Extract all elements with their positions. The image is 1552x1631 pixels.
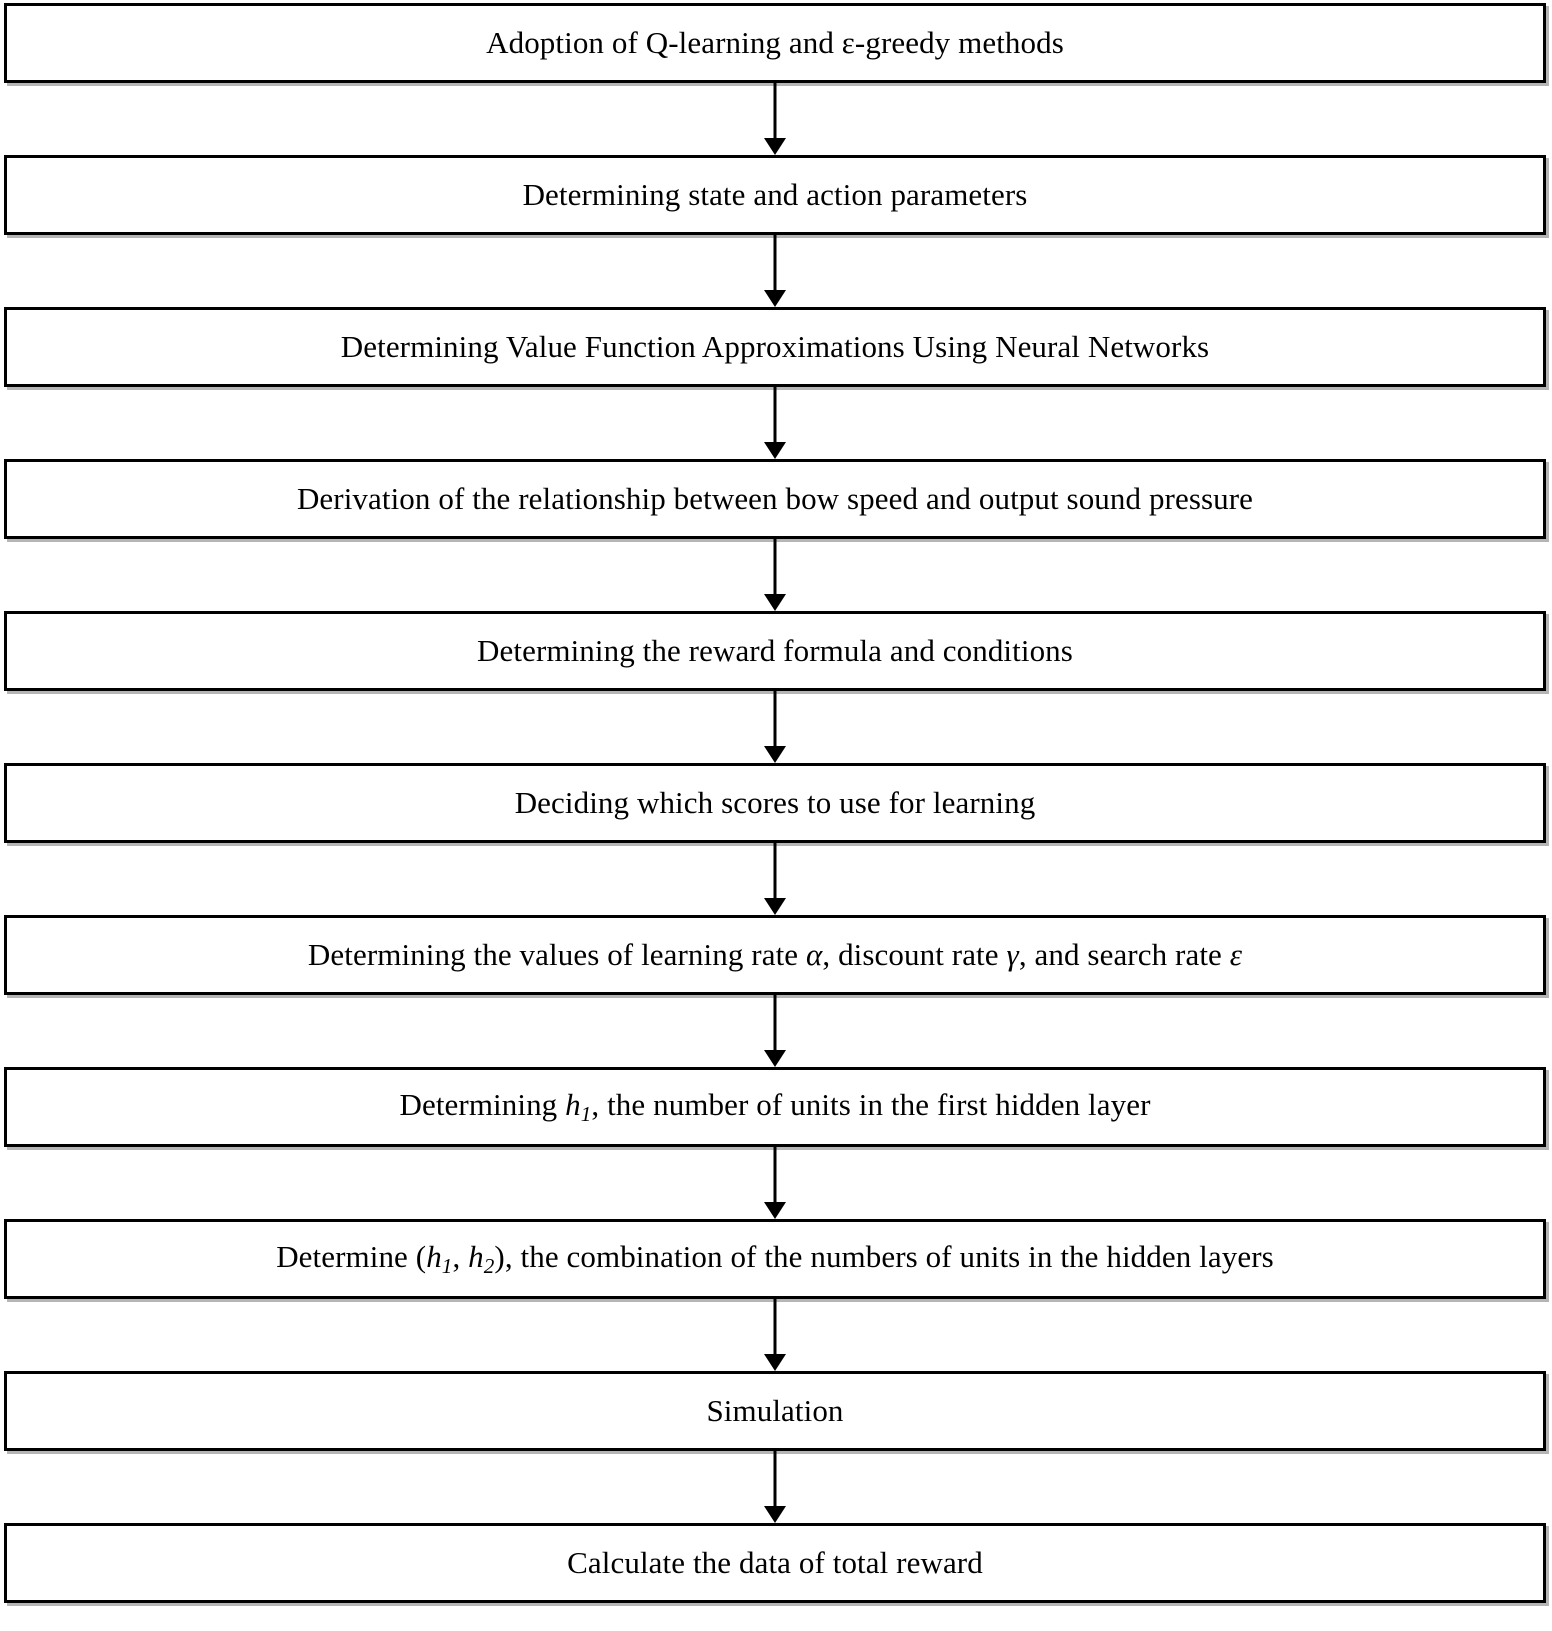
math-subscript: 2 <box>483 1253 495 1278</box>
flow-arrow-down-icon <box>755 83 795 155</box>
process-box-label: Deciding which scores to use for learnin… <box>514 784 1036 820</box>
math-variable: h1 <box>565 1086 592 1126</box>
process-box-label: Determining state and action parameters <box>522 176 1028 212</box>
flow-arrow-down-icon <box>755 995 795 1067</box>
process-box-label: Derivation of the relationship between b… <box>296 480 1254 516</box>
process-box-label: Determine (h1, h2), the combination of t… <box>276 1238 1274 1278</box>
math-symbol: γ <box>1006 936 1019 972</box>
process-box-label: Determining the values of learning rate … <box>307 936 1243 972</box>
flow-arrow-down-icon <box>755 1147 795 1219</box>
flow-arrow-down-icon <box>755 539 795 611</box>
flow-arrow-down-icon <box>755 1299 795 1371</box>
process-box-label: Determining h1, the number of units in t… <box>399 1086 1151 1126</box>
math-variable: h1 <box>426 1238 453 1278</box>
math-symbol: ε <box>1229 936 1243 972</box>
process-box-determining-the-reward-formula-and-conditions: Determining the reward formula and condi… <box>4 611 1546 691</box>
process-box-simulation: Simulation <box>4 1371 1546 1451</box>
flow-arrow-down-icon <box>755 235 795 307</box>
math-subscript: 1 <box>580 1101 592 1126</box>
math-symbol: α <box>806 936 823 972</box>
process-box-label: Determining Value Function Approximation… <box>340 328 1210 364</box>
flow-arrow-down-icon <box>755 1451 795 1523</box>
process-box-label: Simulation <box>706 1392 844 1428</box>
process-box-label: Adoption of Q-learning and ε-greedy meth… <box>486 24 1064 60</box>
flow-arrow-down-icon <box>755 843 795 915</box>
process-box-determine-h1-h2-combination-of-numbers-of-units-in-hidden-layers: Determine (h1, h2), the combination of t… <box>4 1219 1546 1299</box>
process-box-determining-state-and-action-parameters: Determining state and action parameters <box>4 155 1546 235</box>
process-box-label: Calculate the data of total reward <box>567 1544 983 1580</box>
process-box-calculate-the-data-of-total-reward: Calculate the data of total reward <box>4 1523 1546 1603</box>
math-subscript: 1 <box>441 1253 453 1278</box>
process-box-deciding-which-scores-to-use-for-learning: Deciding which scores to use for learnin… <box>4 763 1546 843</box>
math-variable: h2 <box>468 1238 495 1278</box>
process-box-determining-h1-number-of-units-in-first-hidden-layer: Determining h1, the number of units in t… <box>4 1067 1546 1147</box>
process-box-label: Determining the reward formula and condi… <box>477 632 1073 668</box>
process-box-adoption-of-q-learning-and-epsilon-greedy-methods: Adoption of Q-learning and ε-greedy meth… <box>4 3 1546 83</box>
flow-arrow-down-icon <box>755 387 795 459</box>
process-box-determining-value-function-approximations-using-neural-networks: Determining Value Function Approximation… <box>4 307 1546 387</box>
greek-symbol: ε <box>841 24 855 60</box>
process-box-derivation-of-relationship-between-bow-speed-and-output-sound-pressure: Derivation of the relationship between b… <box>4 459 1546 539</box>
flow-arrow-down-icon <box>755 691 795 763</box>
process-box-determining-values-of-learning-rate-discount-rate-and-search-rate: Determining the values of learning rate … <box>4 915 1546 995</box>
